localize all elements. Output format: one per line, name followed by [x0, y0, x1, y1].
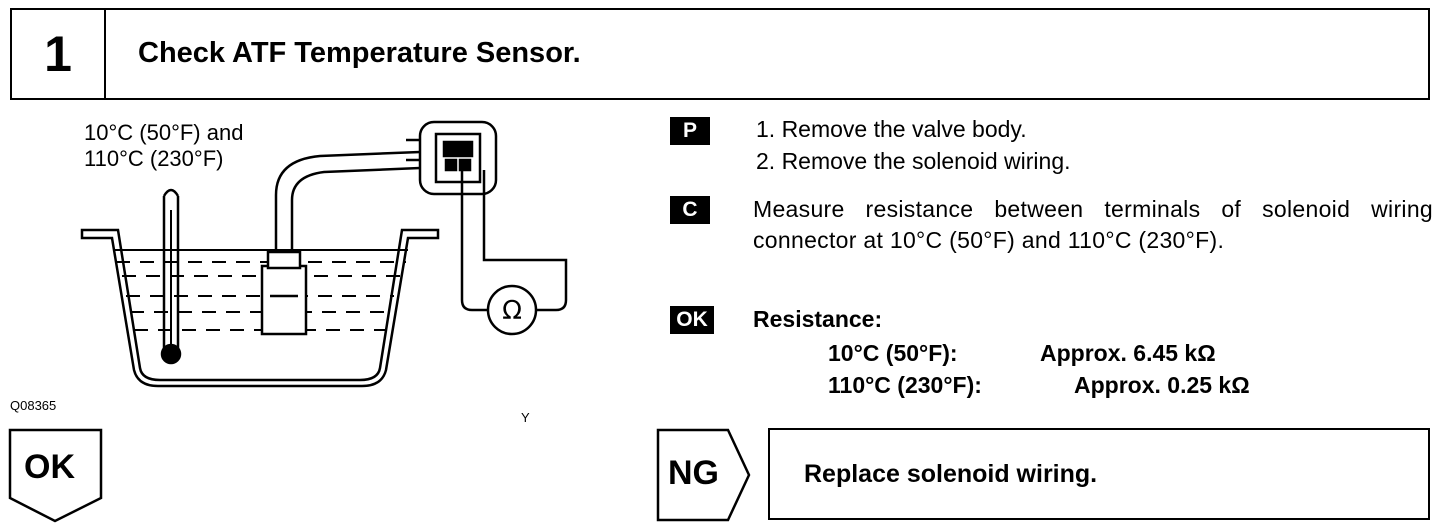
thermometer [162, 188, 180, 348]
ohmmeter [486, 284, 538, 336]
ng-result-arrow: NG [656, 428, 752, 529]
solenoid-wiring [274, 150, 421, 252]
procedure-badge: P [670, 117, 710, 145]
resistance-label: Resistance: [753, 306, 883, 332]
resistance-row-2-temp: 110°C (230°F): [828, 372, 982, 398]
step-header: 1 Check ATF Temperature Sensor. [10, 8, 1430, 100]
procedure-step-2: 2. Remove the solenoid wiring. [756, 148, 1071, 174]
ok-spec-badge: OK [670, 306, 714, 334]
check-badge: C [670, 196, 710, 224]
temperature-label-line1: 10°C (50°F) and [84, 120, 244, 145]
ng-action-text: Replace solenoid wiring. [804, 460, 1098, 488]
oil-tank [80, 228, 440, 388]
resistance-row-1-temp: 10°C (50°F): [828, 340, 958, 366]
procedure-step-1: 1. Remove the valve body. [756, 116, 1027, 142]
figure-code: Q08365 [10, 398, 57, 413]
check-instruction: Measure resistance between terminals of … [753, 196, 1433, 253]
figure-corner-mark: Y [521, 410, 530, 425]
ok-result-arrow: OK [8, 428, 104, 529]
temperature-label-line2: 110°C (230°F) [84, 146, 224, 171]
resistance-row-2-value: Approx. 0.25 kΩ [1074, 372, 1250, 398]
step-title: Check ATF Temperature Sensor. [138, 37, 581, 69]
temperature-sensor [260, 264, 308, 336]
ok-result-label: OK [24, 448, 75, 486]
ng-result-label: NG [668, 454, 719, 492]
step-number: 1 [12, 10, 106, 98]
sensor-test-diagram: Ω [80, 120, 568, 388]
ng-action-box: Replace solenoid wiring. [768, 428, 1430, 520]
temperature-label: 10°C (50°F) and 110°C (230°F) [84, 120, 243, 172]
ohm-symbol: Ω [502, 296, 522, 326]
resistance-row-1-value: Approx. 6.45 kΩ [1040, 340, 1216, 366]
